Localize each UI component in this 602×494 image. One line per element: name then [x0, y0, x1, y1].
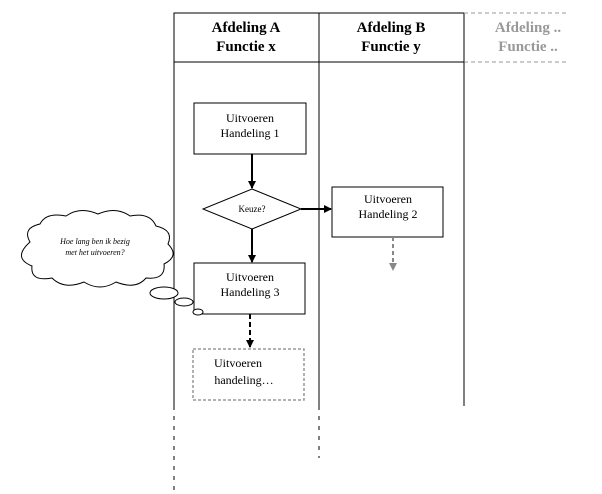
- lane-a-title: Afdeling A: [212, 20, 281, 36]
- lane-b-title: Afdeling B: [357, 20, 426, 36]
- decision-label: Keuze?: [239, 204, 266, 214]
- step2-line1: Uitvoeren: [364, 192, 412, 206]
- thought-bubble-large: [149, 286, 179, 300]
- step3-box: [193, 262, 306, 315]
- step2-box: [331, 186, 444, 238]
- lane-c-subtitle: Functie ..: [498, 39, 558, 55]
- step1-box: [193, 102, 307, 155]
- stepN-line2: handeling…: [214, 373, 273, 387]
- step3-line1: Uitvoeren: [226, 270, 274, 284]
- thought-bubble-small: [192, 308, 204, 316]
- lane-b-subtitle: Functie y: [361, 39, 421, 55]
- stepN-line1: Uitvoeren: [214, 356, 262, 370]
- step1-line1: Uitvoeren: [226, 111, 274, 125]
- step2-line2: Handeling 2: [359, 207, 418, 221]
- stepN-box: [192, 348, 305, 401]
- lane-c-title: Afdeling ..: [495, 20, 562, 36]
- thought-bubble-medium: [174, 297, 194, 307]
- thought-line2: met het uitvoeren?: [65, 248, 124, 257]
- step1-line2: Handeling 1: [221, 126, 280, 140]
- lane-b-header: [318, 12, 465, 63]
- thought-line1: Hoe lang ben ik bezig: [59, 237, 130, 246]
- step3-line2: Handeling 3: [221, 285, 280, 299]
- thought-cloud: [21, 210, 204, 316]
- lane-a-subtitle: Functie x: [216, 39, 276, 55]
